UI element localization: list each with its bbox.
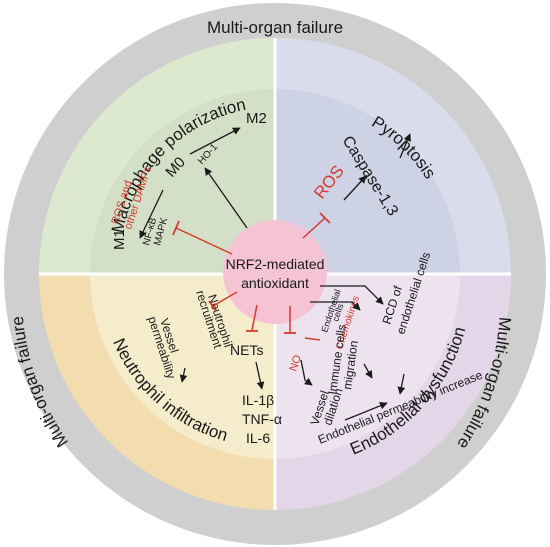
inhibit-chemokines xyxy=(304,337,321,341)
inhibit-to-m1 xyxy=(175,227,233,255)
quadrant-neutrophil-inner xyxy=(90,274,275,459)
il1b-label: IL-1β xyxy=(242,392,274,408)
center-line2: antioxidant xyxy=(241,275,309,291)
m0-to-m2-arrow xyxy=(189,127,241,155)
inhibit-ros-bar xyxy=(319,212,331,224)
m1-label: M1 xyxy=(111,229,128,250)
dilation-to-perm-arrow xyxy=(344,402,388,421)
inhibit-to-m1-bar xyxy=(172,220,180,236)
m0-to-m1-arrow xyxy=(139,189,164,239)
outer-label-top: Multi-organ failure xyxy=(207,18,343,37)
immune-line2: migration xyxy=(340,340,361,391)
center-to-m0-arrow xyxy=(204,167,248,229)
quadrant-macrophage-inner xyxy=(90,89,275,274)
immune-arrow xyxy=(363,363,373,379)
inhibit-neutrophil xyxy=(212,291,238,307)
quadrant-pyroptosis-inner xyxy=(275,89,460,274)
ros-to-caspase-arrow xyxy=(343,175,367,201)
recruit-to-vessel-arrow xyxy=(179,367,188,383)
center-line1: NRF2-mediated xyxy=(226,256,325,272)
no-label: NO xyxy=(287,353,304,373)
quadrant-endothelial-inner xyxy=(275,274,460,459)
center-to-rcd-line xyxy=(320,285,384,305)
rcd-to-perm-arrow xyxy=(397,373,406,395)
no-to-dilation-arrow xyxy=(300,359,313,386)
nets-to-cytokines-arrow xyxy=(255,361,265,390)
m2-label: M2 xyxy=(246,110,267,127)
inhibit-neutrophil-bar xyxy=(208,300,217,312)
il6-label: IL-6 xyxy=(246,430,270,446)
nets-label: NETs xyxy=(230,342,263,358)
branch-line xyxy=(310,301,361,311)
caspase-to-pyroptosis-arrow xyxy=(399,133,411,159)
inhibit-ros xyxy=(302,217,326,239)
center-disc xyxy=(223,220,327,324)
inhibit-nets xyxy=(251,304,258,331)
tnfa-label: TNF-α xyxy=(242,411,282,427)
